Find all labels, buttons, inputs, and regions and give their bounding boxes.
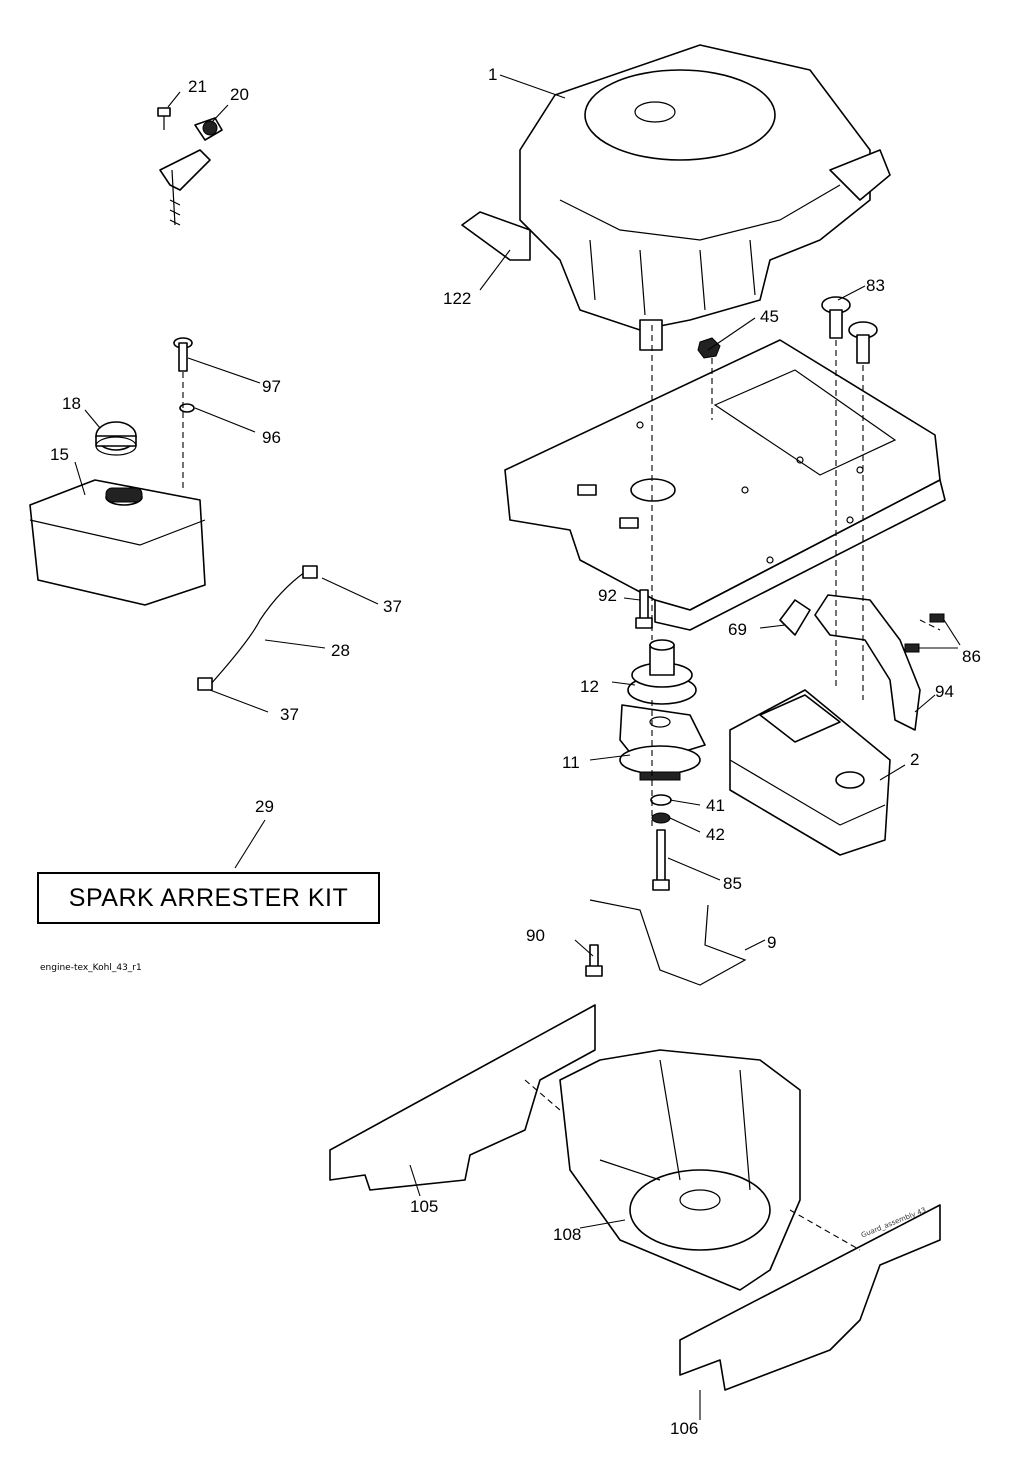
callout-83: 83 [866, 276, 885, 295]
callout-69: 69 [728, 620, 747, 639]
callout-37-upper: 37 [383, 597, 402, 616]
exhaust-pipe-part [814, 594, 921, 731]
clutch-part [619, 704, 706, 781]
file-reference-label: engine-tex_Kohl_43_r1 [40, 963, 142, 973]
callout-90: 90 [526, 926, 545, 945]
fuel-line-part [209, 571, 306, 686]
callout-12: 12 [580, 677, 599, 696]
pulley-part [627, 639, 697, 705]
heat-shield-part [461, 211, 531, 261]
callout-105: 105 [410, 1197, 438, 1216]
callout-97: 97 [262, 377, 281, 396]
callout-11: 11 [562, 753, 580, 772]
callout-92: 92 [598, 586, 617, 605]
long-bolt-part [652, 829, 670, 891]
gasket-part [779, 599, 811, 636]
hose-clamp-part [302, 565, 318, 579]
callout-45: 45 [760, 307, 779, 326]
callout-41: 41 [706, 796, 725, 815]
screw-part [173, 337, 193, 372]
callout-94: 94 [935, 682, 954, 701]
right-bracket-part [679, 1204, 941, 1391]
knob-part [821, 296, 878, 364]
spark-arrester-kit-label: SPARK ARRESTER KIT [68, 883, 349, 912]
callout-18: 18 [62, 394, 81, 413]
callout-29: 29 [255, 797, 274, 816]
leader-lines [74, 74, 961, 1420]
callout-86: 86 [962, 647, 981, 666]
callout-2: 2 [910, 750, 919, 769]
callout-21: 21 [188, 77, 207, 96]
hose-clamp-part [197, 677, 213, 691]
alignment-lines [182, 325, 941, 1251]
muffler-part [729, 689, 891, 856]
callout-42: 42 [706, 825, 725, 844]
callout-15: 15 [50, 445, 69, 464]
bolt-part [585, 944, 603, 977]
callout-9: 9 [767, 933, 776, 952]
throttle-control-part [157, 107, 223, 226]
callout-28: 28 [331, 641, 350, 660]
callout-108: 108 [553, 1225, 581, 1244]
lock-washer-part [651, 812, 671, 824]
bolt-part [635, 589, 653, 629]
callout-106: 106 [670, 1419, 698, 1438]
chassis-frame-part [504, 339, 946, 631]
left-bracket-part [329, 1004, 596, 1191]
callout-85: 85 [723, 874, 742, 893]
fuel-cap-part [95, 421, 137, 456]
washer-part [179, 403, 195, 413]
nut-part [697, 337, 721, 359]
callout-122: 122 [443, 289, 471, 308]
fuel-tank-part [29, 479, 206, 606]
callout-37-lower: 37 [280, 705, 299, 724]
rod-part [589, 899, 747, 986]
deck-guard-part [559, 1049, 801, 1291]
screw-part [904, 613, 945, 653]
callout-20: 20 [230, 85, 249, 104]
engine-part [519, 44, 891, 351]
spark-arrester-kit-box: SPARK ARRESTER KIT [37, 872, 380, 924]
callout-1: 1 [488, 65, 497, 84]
callout-96: 96 [262, 428, 281, 447]
washer-part [650, 794, 672, 806]
